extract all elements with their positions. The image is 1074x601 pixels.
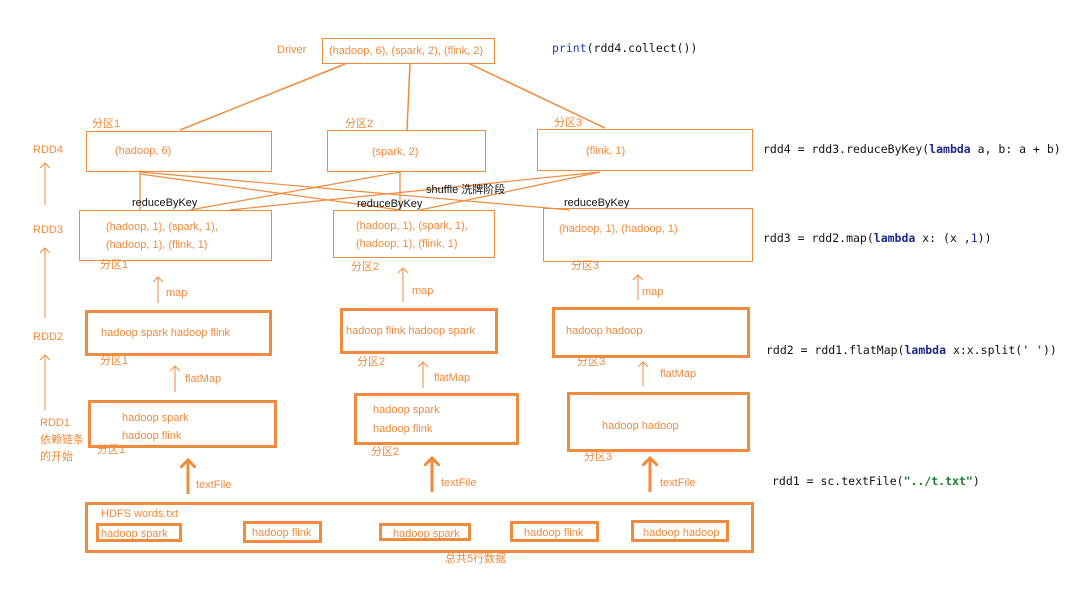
rdd3-partition-3: (hadoop, 1), (hadoop, 1)	[543, 208, 753, 262]
code-rdd4: rdd4 = rdd3.reduceByKey(lambda a, b: a +…	[763, 142, 1061, 156]
rdd1-partition-1-label: 分区1	[97, 444, 126, 456]
level-rdd1: RDD1	[40, 417, 70, 429]
reducebykey-label-1: reduceByKey	[132, 197, 198, 209]
hdfs-line-2-text: hadoop flink	[252, 527, 312, 539]
rdd4-partition-3: (flink, 1)	[537, 129, 753, 171]
level-rdd1-note-1: 依赖链条	[40, 434, 84, 446]
rdd1-partition-1: hadoop spark hadoop flink	[88, 400, 277, 448]
hdfs-line-2: hadoop flink	[243, 521, 322, 543]
rdd4-partition-3-label: 分区3	[554, 117, 583, 129]
level-rdd2: RDD2	[33, 331, 63, 343]
driver-label: Driver	[277, 44, 307, 56]
rdd1-partition-1-line-2: hadoop flink	[122, 430, 182, 442]
rdd3-partition-3-label: 分区3	[571, 260, 600, 272]
driver-content: (hadoop, 6), (spark, 2), (flink, 2)	[329, 45, 484, 57]
rdd3-partition-2-line-1: (hadoop, 1), (spark, 1),	[356, 220, 468, 232]
rdd2-partition-2-label: 分区2	[357, 356, 386, 368]
code-rdd2: rdd2 = rdd1.flatMap(lambda x:x.split(' '…	[766, 343, 1057, 357]
rdd2-partition-1: hadoop spark hadoop flink	[85, 310, 272, 356]
rdd2-partition-1-label: 分区1	[100, 355, 129, 367]
map-label-3: map	[642, 286, 664, 298]
code-rdd1: rdd1 = sc.textFile("../t.txt")	[772, 474, 980, 488]
reducebykey-label-2: reduceByKey	[357, 198, 423, 210]
rdd2-partition-1-value: hadoop spark hadoop flink	[101, 327, 231, 339]
hdfs-line-5: hadoop hadoop	[631, 520, 729, 542]
rdd3-partition-2: (hadoop, 1), (spark, 1), (hadoop, 1), (f…	[333, 210, 495, 258]
rdd1-partition-2-line-2: hadoop flink	[373, 423, 433, 435]
flatmap-label-2: flatMap	[434, 372, 471, 384]
rdd4-partition-2-label: 分区2	[345, 118, 374, 130]
hdfs-file-box: HDFS words.txt	[85, 502, 754, 553]
level-rdd3: RDD3	[33, 224, 63, 236]
rdd3-partition-1-line-1: (hadoop, 1), (spark, 1),	[106, 221, 218, 233]
code-print: print(rdd4.collect())	[552, 41, 698, 55]
textfile-label-1: textFile	[196, 479, 232, 491]
rdd4-partition-3-value: (flink, 1)	[586, 145, 626, 157]
rdd4-partition-1: (hadoop, 6)	[86, 131, 272, 172]
code-rdd3: rdd3 = rdd2.map(lambda x: (x ,1))	[763, 231, 992, 245]
hdfs-footer: 总共5行数据	[445, 553, 507, 565]
rdd4-partition-2-value: (spark, 2)	[372, 146, 419, 158]
driver-box: (hadoop, 6), (spark, 2), (flink, 2)	[322, 38, 495, 64]
hdfs-line-1-text: hadoop spark	[101, 528, 168, 540]
hdfs-title: HDFS words.txt	[101, 508, 179, 520]
rdd2-partition-2: hadoop flink hadoop spark	[340, 308, 498, 354]
rdd1-partition-1-line-1: hadoop spark	[122, 412, 189, 424]
flatmap-label-3: flatMap	[660, 368, 697, 380]
rdd1-partition-2: hadoop spark hadoop flink	[354, 393, 519, 445]
level-rdd4: RDD4	[33, 144, 63, 156]
textfile-label-3: textFile	[660, 477, 696, 489]
rdd1-partition-3: hadoop hadoop	[567, 392, 750, 452]
rdd3-partition-1: (hadoop, 1), (spark, 1), (hadoop, 1), (f…	[79, 210, 272, 261]
rdd3-partition-1-line-2: (hadoop, 1), (flink, 1)	[106, 239, 208, 251]
rdd1-partition-2-label: 分区2	[371, 446, 400, 458]
rdd1-partition-3-label: 分区3	[584, 451, 613, 463]
rdd1-partition-2-line-1: hadoop spark	[373, 404, 440, 416]
hdfs-line-5-text: hadoop hadoop	[643, 527, 720, 539]
flatmap-label-1: flatMap	[185, 373, 222, 385]
rdd3-partition-3-line-1: (hadoop, 1), (hadoop, 1)	[559, 223, 678, 235]
hdfs-line-1: hadoop spark	[96, 523, 182, 542]
hdfs-line-4-text: hadoop flink	[524, 527, 584, 539]
rdd4-partition-1-value: (hadoop, 6)	[115, 145, 172, 157]
rdd4-partition-2: (spark, 2)	[327, 130, 486, 172]
level-rdd1-note-2: 的开始	[40, 451, 73, 463]
map-label-1: map	[166, 287, 188, 299]
rdd3-partition-2-line-2: (hadoop, 1), (flink, 1)	[356, 238, 458, 250]
reducebykey-label-3: reduceByKey	[564, 197, 630, 209]
map-label-2: map	[412, 285, 434, 297]
rdd1-partition-3-line-1: hadoop hadoop	[602, 420, 679, 432]
rdd4-partition-1-label: 分区1	[92, 118, 121, 130]
rdd2-partition-2-value: hadoop flink hadoop spark	[346, 325, 476, 337]
rdd2-partition-3: hadoop hadoop	[552, 307, 750, 358]
textfile-label-2: textFile	[441, 477, 477, 489]
rdd2-partition-3-value: hadoop hadoop	[566, 325, 643, 337]
hdfs-line-3-text: hadoop spark	[393, 528, 460, 540]
rdd3-partition-1-label: 分区1	[100, 259, 129, 271]
rdd3-partition-2-label: 分区2	[351, 261, 380, 273]
hdfs-line-4: hadoop flink	[510, 521, 599, 542]
hdfs-line-3: hadoop spark	[379, 523, 471, 541]
shuffle-label: shuffle 洗牌阶段	[426, 184, 506, 196]
rdd2-partition-3-label: 分区3	[577, 356, 606, 368]
